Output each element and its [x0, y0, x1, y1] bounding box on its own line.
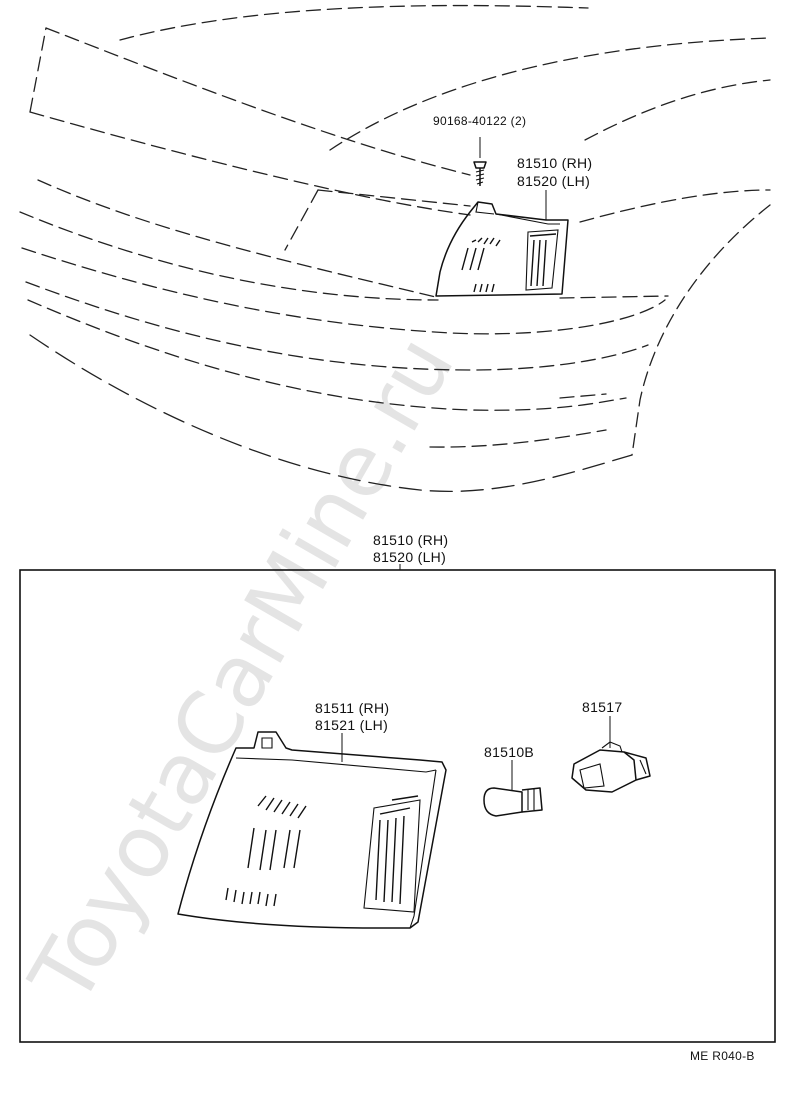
vehicle-front-outline — [19, 4, 771, 493]
bulb-icon — [483, 760, 543, 817]
lens-part-number-lh: 81521 (LH) — [315, 717, 388, 733]
screw-part-number: 90168-40122 (2) — [433, 114, 526, 128]
socket-part-number: 81517 — [582, 699, 622, 715]
socket-icon — [571, 716, 651, 793]
assembly-part-number-lh: 81520 (LH) — [373, 549, 446, 565]
corner-lamp-installed — [435, 201, 569, 297]
lens-part-number-rh: 81511 (RH) — [315, 700, 389, 716]
watermark: ToyotaCarMine.ru — [11, 320, 474, 1022]
assembly-frame — [19, 569, 776, 1043]
lamp-part-number-lh: 81520 (LH) — [517, 173, 590, 189]
assembly-part-number-rh: 81510 (RH) — [373, 532, 448, 548]
screw-icon — [473, 137, 487, 186]
lamp-part-number-rh: 81510 (RH) — [517, 155, 592, 171]
bulb-part-number: 81510B — [484, 744, 534, 760]
figure-code: ME R040-B — [690, 1049, 755, 1063]
lens-assembly — [177, 731, 447, 929]
